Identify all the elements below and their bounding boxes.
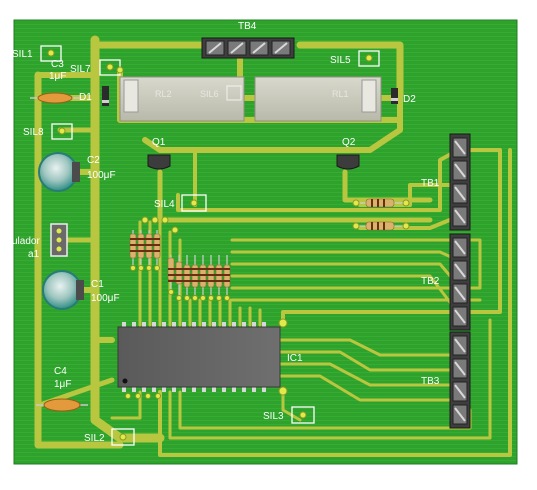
sil4-pad: SIL4 — [154, 194, 207, 212]
capacitor-c1: C1 100μF — [42, 270, 120, 310]
sil5-pad: SIL5 — [330, 50, 380, 67]
sil2-label: SIL2 — [84, 433, 105, 444]
c1-label: C1 — [91, 279, 104, 290]
c2-label: C2 — [87, 155, 100, 166]
d2-label: D2 — [403, 94, 416, 105]
sil1-pad: SIL1 — [12, 45, 62, 62]
solder-pads — [116, 66, 230, 399]
sil3-label: SIL3 — [263, 411, 284, 422]
rl1-label: RL1 — [332, 89, 349, 99]
resistor-pair-right — [352, 198, 410, 231]
diode-d1: D1 — [79, 86, 109, 106]
voltage-regulator: ulador a1 — [12, 223, 68, 260]
terminal-block-tb2: TB2 — [421, 233, 471, 331]
sil4-label: SIL4 — [154, 199, 175, 210]
q2-label: Q2 — [342, 137, 356, 148]
terminal-block-tb3: TB3 — [421, 331, 471, 429]
sil8-pad: SIL8 — [23, 123, 73, 140]
d1-label: D1 — [79, 92, 92, 103]
sil1-label: SIL1 — [12, 49, 33, 60]
diode-d2: D2 — [391, 88, 416, 105]
tb3-label: TB3 — [421, 376, 440, 387]
terminal-block-tb4: TB4 — [201, 21, 295, 59]
sil2-pad: SIL2 — [84, 428, 135, 446]
c4-label: C4 — [54, 366, 67, 377]
c4-value: 1μF — [54, 379, 71, 390]
regulator-label: ulador — [12, 236, 40, 247]
regulator-sublabel: a1 — [28, 249, 40, 260]
sil3-pad: SIL3 — [263, 406, 315, 424]
tb4-label: TB4 — [238, 21, 257, 32]
sil5-label: SIL5 — [330, 55, 351, 66]
rl2-label: RL2 — [155, 89, 172, 99]
capacitor-c4: C4 1μF — [36, 366, 88, 412]
ic1-label: IC1 — [287, 353, 303, 364]
tb1-label: TB1 — [421, 178, 440, 189]
capacitor-c3: C3 1μF — [30, 59, 80, 104]
sil8-label: SIL8 — [23, 127, 44, 138]
terminal-block-tb1: TB1 — [421, 133, 471, 231]
resistor-array-left — [129, 230, 161, 265]
c2-value: 100μF — [87, 170, 116, 181]
resistor-array-center — [167, 255, 231, 295]
tb2-label: TB2 — [421, 276, 440, 287]
q1-label: Q1 — [152, 137, 166, 148]
ic1-chip: IC1 — [117, 318, 303, 396]
transistor-q2: Q2 — [336, 137, 360, 170]
relay-rl2: RL2 SIL6 — [119, 76, 245, 122]
c3-value: 1μF — [49, 71, 66, 82]
c1-value: 100μF — [91, 293, 120, 304]
sil6-label: SIL6 — [200, 89, 219, 99]
relay-rl1: RL1 — [254, 76, 382, 122]
sil7-label: SIL7 — [70, 64, 91, 75]
c3-label: C3 — [51, 59, 64, 70]
transistor-q1: Q1 — [147, 137, 171, 170]
capacitor-c2: C2 100μF — [38, 152, 116, 192]
